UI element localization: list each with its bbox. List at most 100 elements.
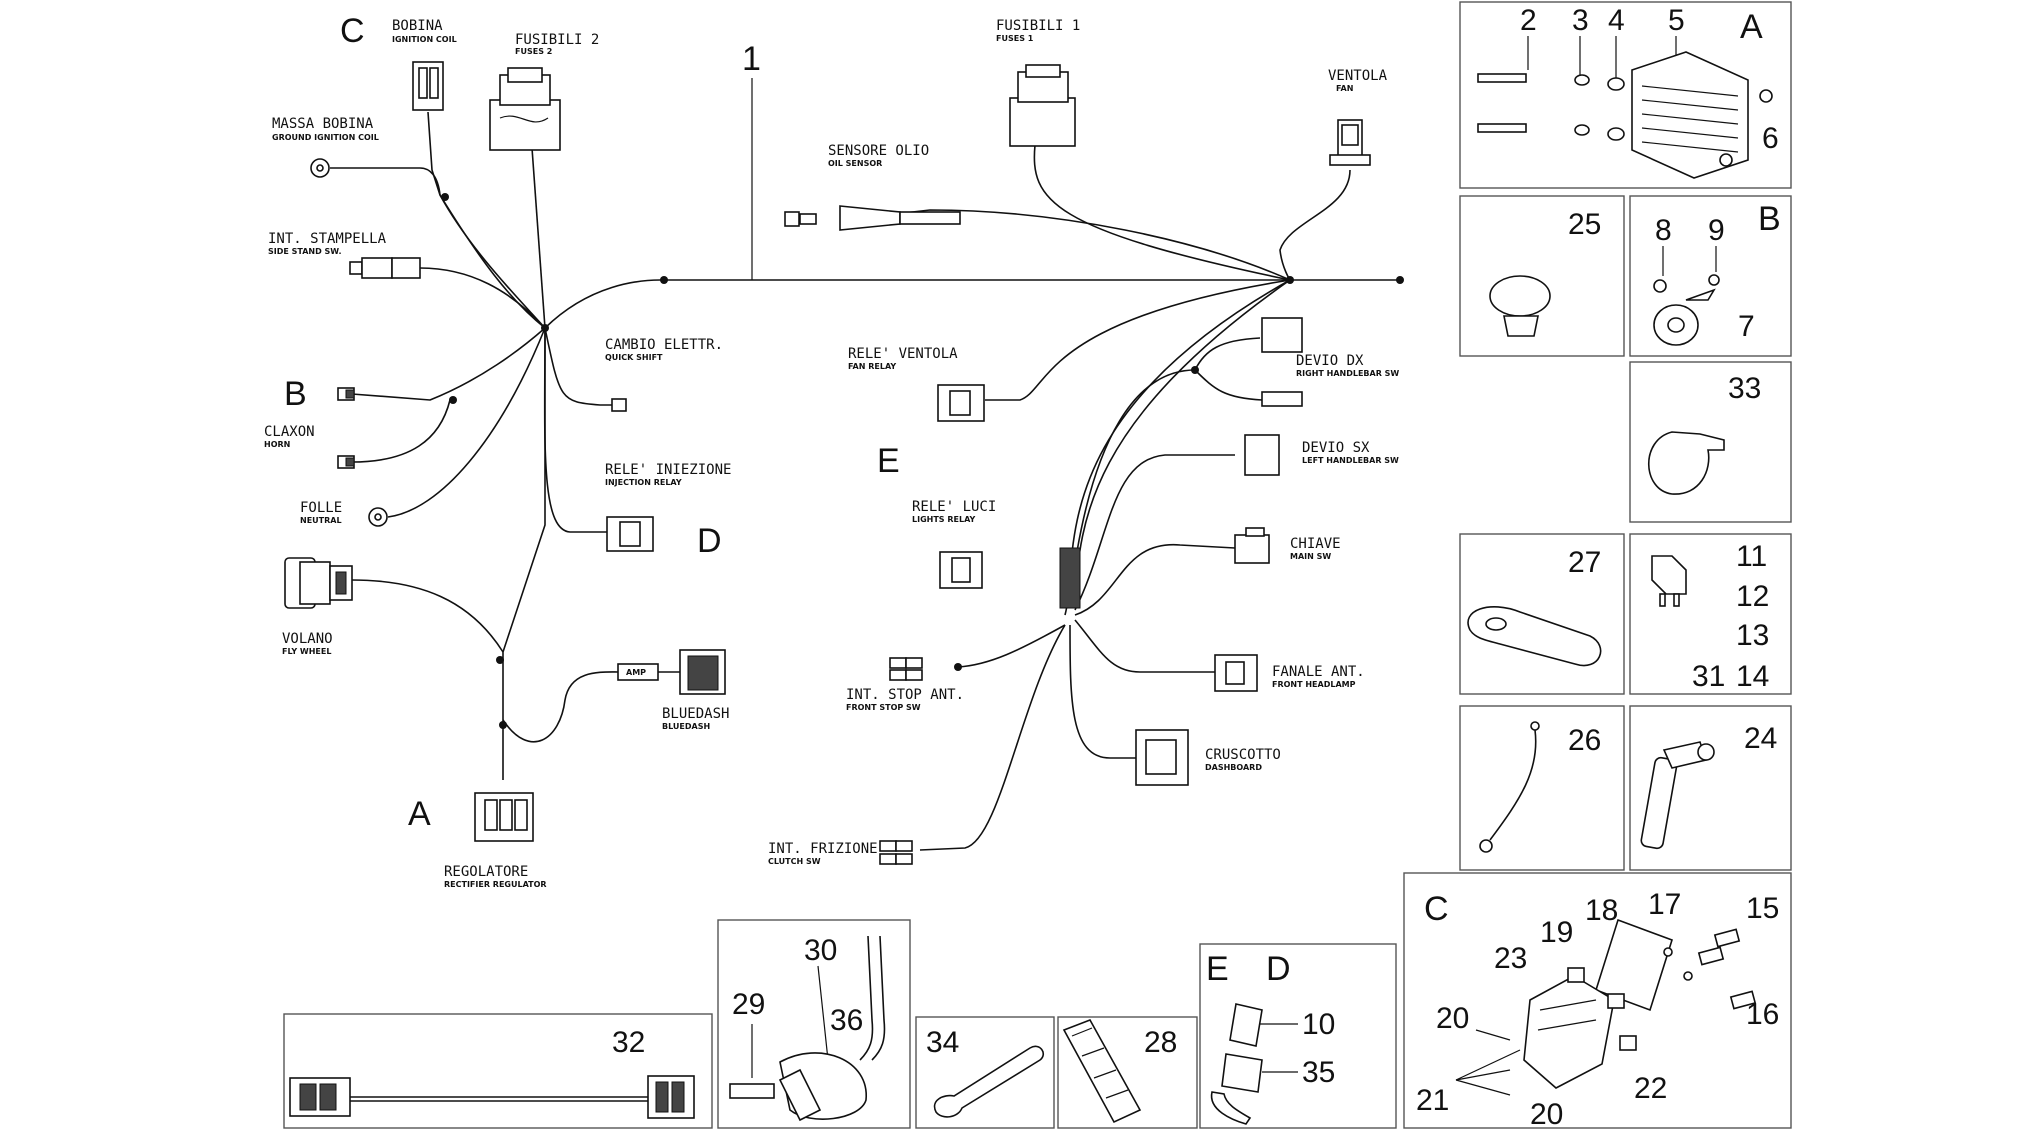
panel-a-num-6: 6 — [1762, 122, 1779, 155]
panel-fuses: 11 12 13 31 14 — [1629, 533, 1792, 695]
cruscotto-sub: DASHBOARD — [1205, 763, 1262, 772]
chiave-label: CHIAVE — [1290, 536, 1341, 552]
panel-26-cable: 26 — [1459, 705, 1625, 871]
cruscotto-label: CRUSCOTTO — [1205, 747, 1281, 763]
volano-connector — [284, 557, 353, 609]
bobina-sub: IGNITION COIL — [392, 35, 457, 44]
panel-ed-relay-cover: E D 10 35 — [1199, 943, 1397, 1129]
panel-c-num-18: 18 — [1585, 894, 1618, 927]
claxon-label: CLAXON — [264, 424, 315, 440]
panel-ed-num-10: 10 — [1302, 1008, 1335, 1041]
panel-c-num-22: 22 — [1634, 1072, 1667, 1105]
panel-24-spark-cap: 24 — [1629, 705, 1792, 871]
devio-sx-label: DEVIO SX — [1302, 440, 1370, 456]
int-frizione-label: INT. FRIZIONE — [768, 841, 878, 857]
panel-c-letter: C — [1424, 890, 1449, 928]
panel-a-num-5: 5 — [1668, 4, 1685, 37]
harness-main-number: 1 — [742, 40, 761, 78]
panel-a-num-4: 4 — [1608, 4, 1625, 37]
fusibili1-label: FUSIBILI 1 — [996, 18, 1080, 34]
panel-33-num: 33 — [1728, 372, 1761, 405]
bluedash-label: BLUEDASH — [662, 706, 729, 722]
int-frizione-sub: CLUTCH SW — [768, 857, 821, 866]
chiave-sub: MAIN SW — [1290, 552, 1331, 561]
panel-b-letter: B — [1758, 200, 1781, 238]
devio-dx-label: DEVIO DX — [1296, 353, 1364, 369]
regolatore-connector — [474, 792, 534, 842]
fuse-num-11: 11 — [1736, 540, 1767, 573]
panel-34-strap: 34 — [915, 1016, 1055, 1129]
letter-e: E — [877, 442, 900, 480]
regolatore-sub: RECTIFIER REGULATOR — [444, 880, 547, 889]
int-stop-terminals — [889, 657, 923, 681]
panel-c-num-20b: 20 — [1530, 1098, 1563, 1131]
cambio-label: CAMBIO ELETTR. — [605, 337, 723, 353]
splice-dots — [441, 193, 1404, 729]
fusibili1-fuse-box — [1009, 64, 1076, 147]
rele-iniezione-connector — [606, 516, 654, 552]
int-stop-label: INT. STOP ANT. — [846, 687, 964, 703]
panel-30-num-29: 29 — [732, 988, 765, 1021]
claxon-connectors — [337, 387, 355, 469]
fusibili2-fuse-box — [489, 67, 561, 151]
letter-b: B — [284, 375, 307, 413]
ventola-connector — [1329, 119, 1371, 166]
panel-32-adapter-cable: 32 — [283, 1013, 713, 1129]
bluedash-sub: BLUEDASH — [662, 722, 710, 731]
rele-luci-sub: LIGHTS RELAY — [912, 515, 975, 524]
claxon-sub: HORN — [264, 440, 290, 449]
fuse-num-31: 31 — [1692, 660, 1725, 693]
harness-connectors — [284, 61, 1371, 865]
devio-dx-connectors — [1261, 317, 1303, 407]
folle-sub: NEUTRAL — [300, 516, 342, 525]
panel-b-num-9: 9 — [1708, 214, 1725, 247]
letter-c: C — [340, 12, 365, 50]
panel-27-plate: 27 — [1459, 533, 1625, 695]
rele-ventola-sub: FAN RELAY — [848, 362, 896, 371]
devio-sx-sub: LEFT HANDLEBAR SW — [1302, 456, 1399, 465]
panel-c-num-21: 21 — [1416, 1084, 1449, 1117]
devio-dx-sub: RIGHT HANDLEBAR SW — [1296, 369, 1399, 378]
panel-34-num: 34 — [926, 1026, 959, 1059]
sensore-olio-label: SENSORE OLIO — [828, 143, 929, 159]
regolatore-label: REGOLATORE — [444, 864, 528, 880]
panel-c-num-23: 23 — [1494, 942, 1527, 975]
panel-28-num: 28 — [1144, 1026, 1177, 1059]
sensore-olio-connector — [784, 205, 961, 231]
rele-ventola-label: RELE' VENTOLA — [848, 346, 958, 362]
panel-c-num-15: 15 — [1746, 892, 1779, 925]
panel-27-num: 27 — [1568, 546, 1601, 579]
bobina-connector — [412, 61, 444, 111]
int-stampella-sub: SIDE STAND SW. — [268, 247, 342, 256]
rele-iniezione-label: RELE' INIEZIONE — [605, 462, 731, 478]
cambio-sub: QUICK SHIFT — [605, 353, 663, 362]
panel-32-num: 32 — [612, 1026, 645, 1059]
fuse-num-13: 13 — [1736, 619, 1769, 652]
panel-33-bracket: 33 — [1629, 361, 1792, 523]
volano-label: VOLANO — [282, 631, 333, 647]
sensore-olio-sub: OIL SENSOR — [828, 159, 882, 168]
massa-bobina-label: MASSA BOBINA — [272, 116, 374, 132]
fusibili2-sub: FUSES 2 — [515, 47, 552, 56]
cruscotto-connector — [1135, 729, 1189, 786]
fuse-num-14: 14 — [1736, 660, 1769, 693]
fuse-num-12: 12 — [1736, 580, 1769, 613]
rele-luci-connector — [939, 551, 983, 589]
panel-30-num-30: 30 — [804, 934, 837, 967]
panel-25-cable-tie: 25 — [1459, 195, 1625, 357]
panel-c-ignition-coil: C 18 17 15 23 19 20 16 21 22 20 — [1403, 872, 1792, 1131]
panel-c-num-20a: 20 — [1436, 1002, 1469, 1035]
panel-a-letter: A — [1740, 8, 1763, 46]
panel-26-num: 26 — [1568, 724, 1601, 757]
ventola-label: VENTOLA — [1328, 68, 1388, 84]
panel-ed-letter-d: D — [1266, 950, 1291, 988]
panel-a-regulator: A 2 3 4 5 6 — [1459, 1, 1792, 189]
fusibili1-sub: FUSES 1 — [996, 34, 1034, 43]
volano-sub: FLY WHEEL — [282, 647, 331, 656]
int-stop-sub: FRONT STOP SW — [846, 703, 921, 712]
panel-a-num-2: 2 — [1520, 4, 1537, 37]
bobina-label: BOBINA — [392, 18, 443, 34]
harness-clip — [1059, 547, 1081, 609]
int-stampella-connector — [349, 257, 421, 279]
